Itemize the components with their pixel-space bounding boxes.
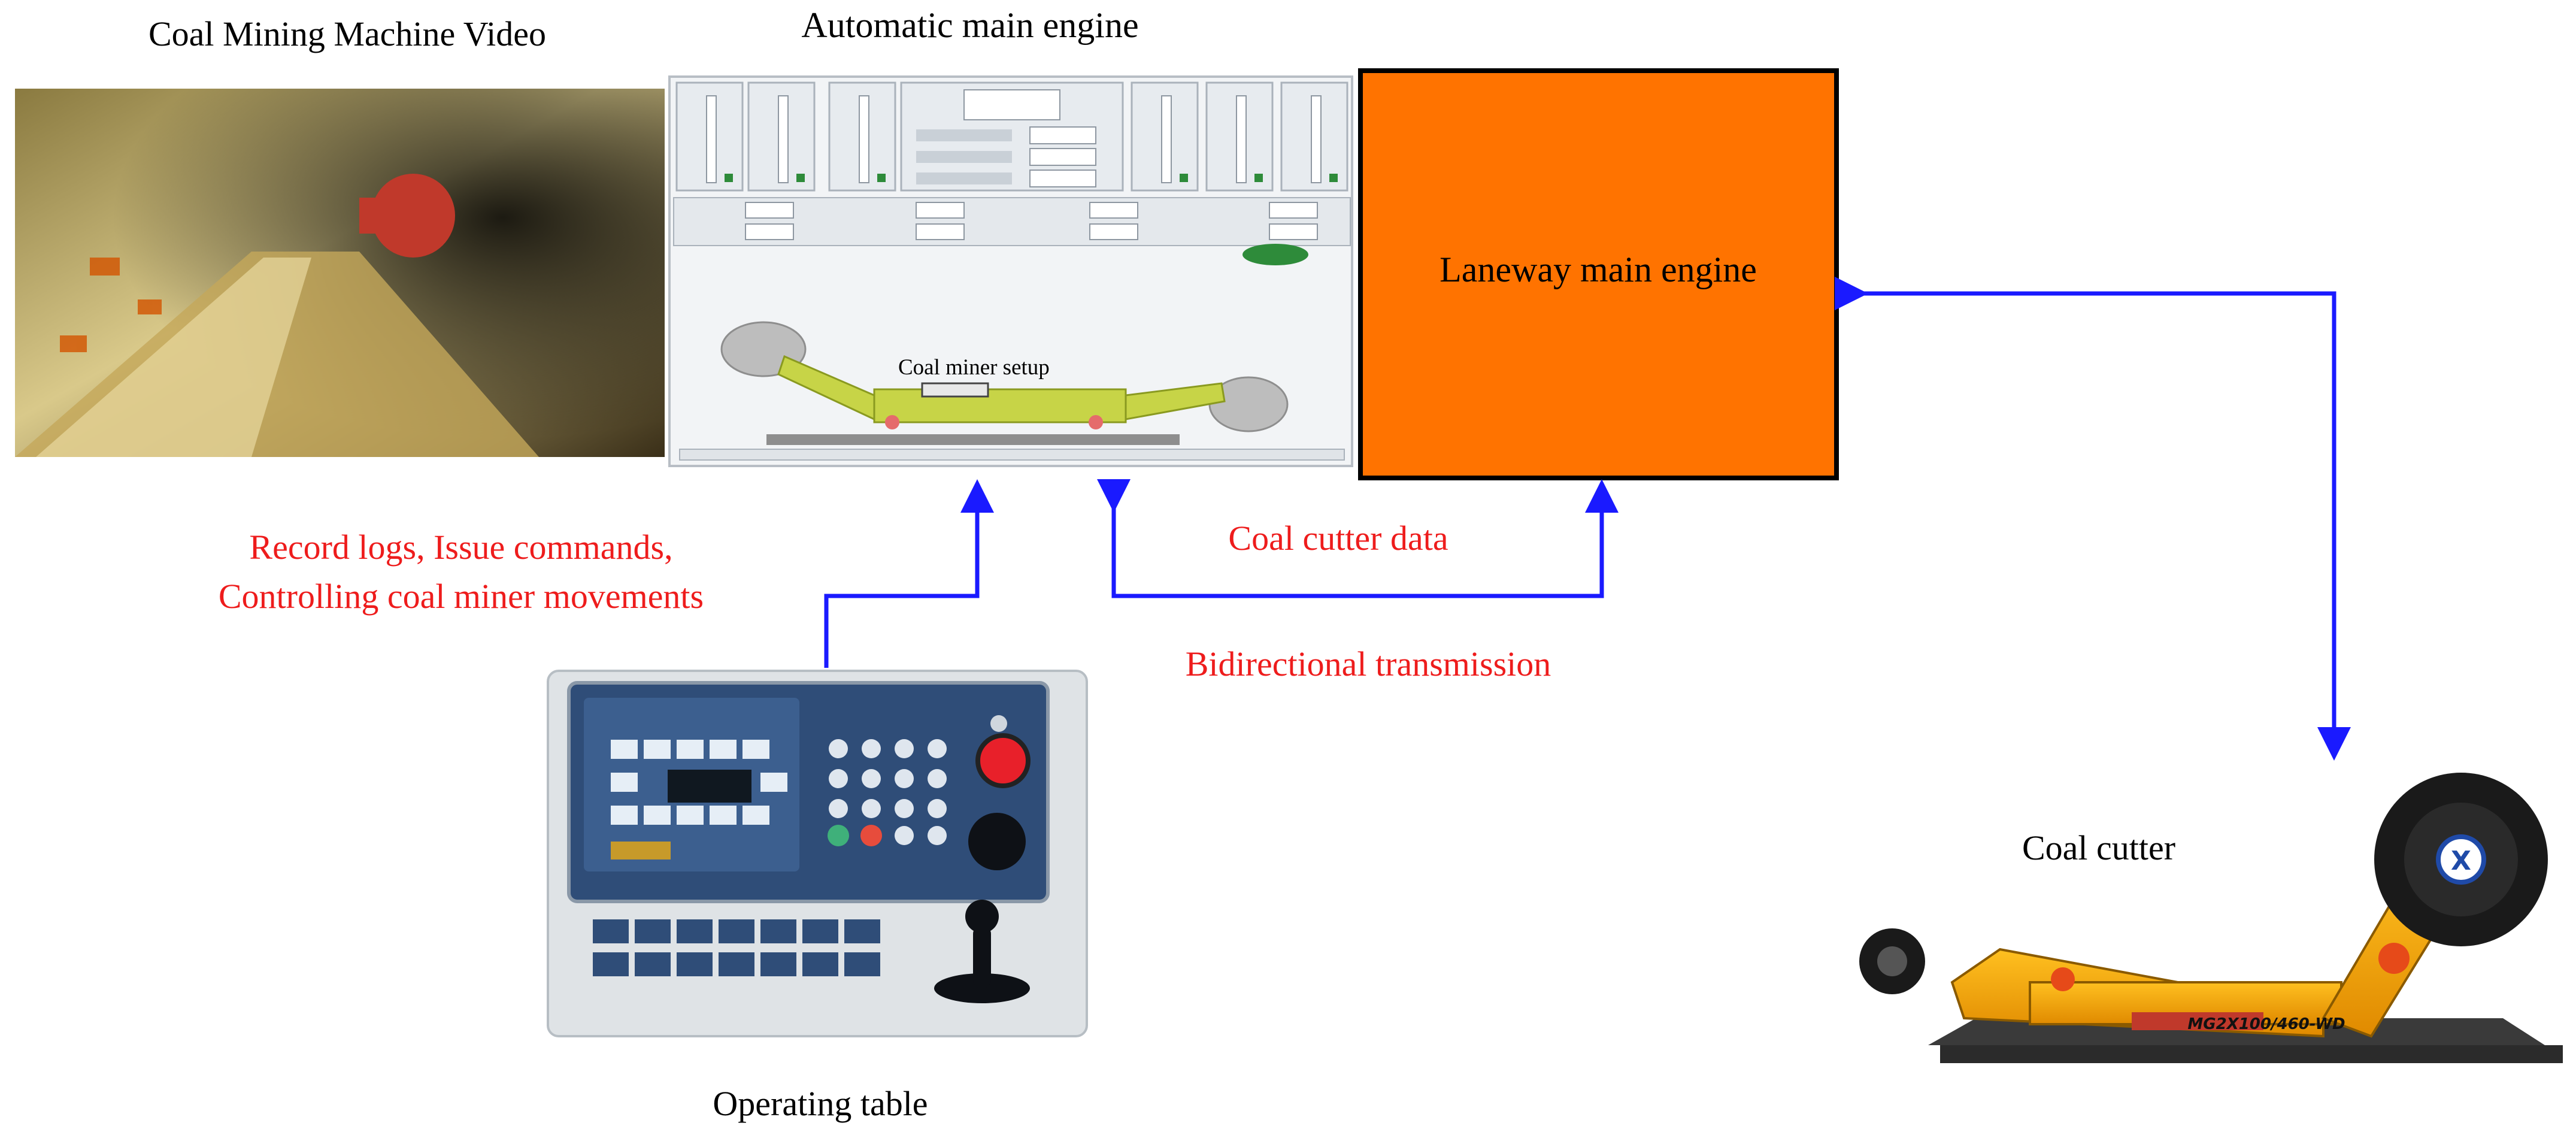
record-label-line1: Record logs, Issue commands, bbox=[249, 528, 672, 567]
auto-engine-title: Automatic main engine bbox=[801, 5, 1138, 45]
coal-cutter-data-label: Coal cutter data bbox=[1228, 519, 1448, 558]
svg-text:X: X bbox=[2451, 846, 2471, 876]
auto-engine-screen bbox=[668, 75, 1353, 467]
coal-miner-setup-label: Coal miner setup bbox=[898, 355, 1050, 380]
video-title: Coal Mining Machine Video bbox=[149, 14, 546, 53]
arrow-bidirectional bbox=[1097, 479, 1619, 598]
arrow-commands bbox=[824, 479, 994, 668]
arrow-laneway-cutter bbox=[1835, 277, 2351, 761]
shearer-schematic bbox=[720, 321, 1289, 445]
left-drum bbox=[1859, 928, 1925, 994]
laneway-engine-label: Laneway main engine bbox=[1439, 250, 1757, 289]
machine-marking: MG2X100/460-WD bbox=[2187, 1015, 2345, 1033]
record-label-line2: Controlling coal miner movements bbox=[219, 577, 704, 616]
coal-cutter-image: MG2X100/460-WD X bbox=[1859, 773, 2563, 1063]
arrows bbox=[824, 277, 2351, 761]
laneway-engine-box bbox=[1358, 68, 1839, 480]
mining-video-image bbox=[15, 89, 665, 457]
right-drum: X bbox=[2374, 773, 2548, 946]
status-indicator-icon bbox=[1242, 244, 1308, 265]
joystick-icon bbox=[934, 900, 1030, 1003]
knob-icon bbox=[968, 813, 1026, 870]
emergency-stop-icon bbox=[975, 733, 1031, 788]
xcmg-logo-icon bbox=[2436, 834, 2486, 885]
operating-table-label: Operating table bbox=[713, 1084, 928, 1123]
bidirectional-label: Bidirectional transmission bbox=[1186, 644, 1551, 683]
coal-cutter-label: Coal cutter bbox=[2022, 828, 2175, 867]
operating-table-image bbox=[547, 670, 1088, 1037]
